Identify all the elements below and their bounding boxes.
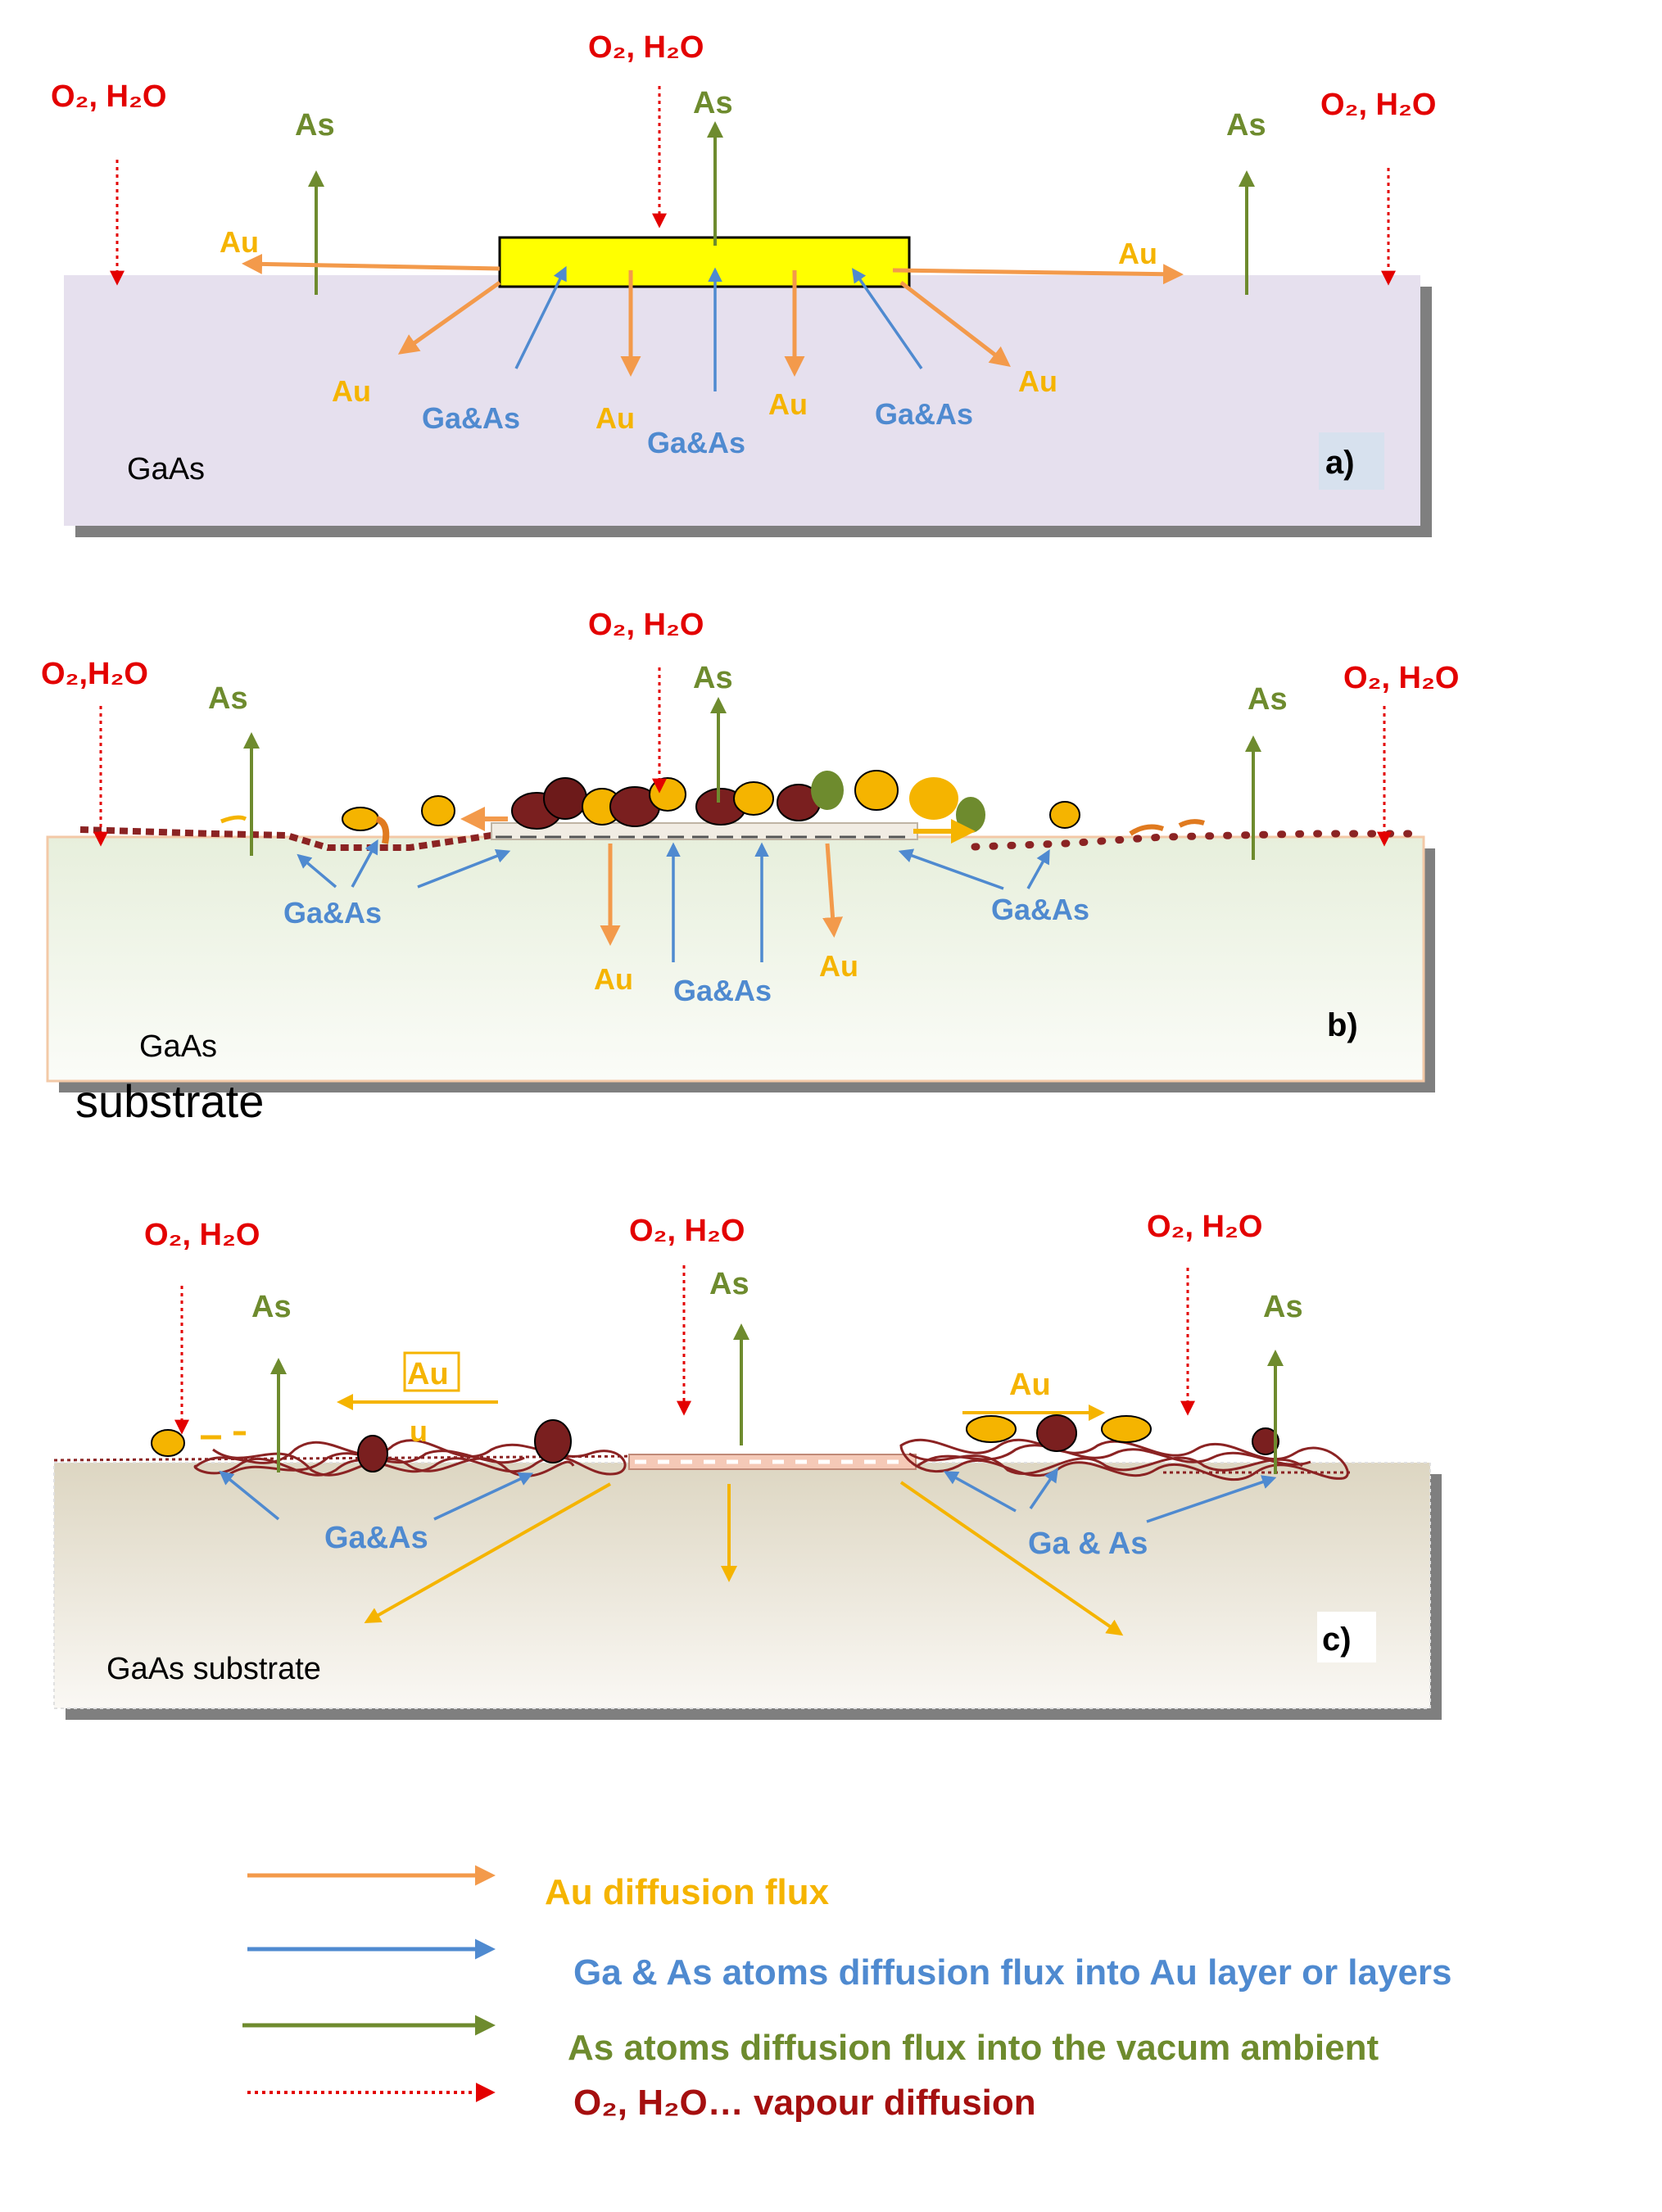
legend-gaas-text: Ga & As atoms diffusion flux into Au lay… xyxy=(573,1952,1452,1993)
gaas-label: Ga&As xyxy=(324,1521,428,1555)
vapour-label: O₂,H₂O xyxy=(41,657,148,691)
vapour-label: O₂, H₂O xyxy=(588,608,704,642)
panel-b: O₂,H₂O O₂, H₂O O₂, H₂O As As As Au Au Ga… xyxy=(41,608,1459,1127)
gaas-label: Ga&As xyxy=(283,896,382,930)
panel-tag-bg xyxy=(1319,432,1384,490)
gaas-flux-arrow xyxy=(1029,1468,1058,1509)
substrate-label: GaAs xyxy=(139,1029,217,1064)
gaas-flux-arrow xyxy=(1026,848,1050,889)
panel-tag-a: a) xyxy=(1325,445,1355,481)
vapour-label: O₂, H₂O xyxy=(1147,1210,1262,1244)
gaas-flux-arrow xyxy=(514,265,567,369)
legend-vapour-text: O₂, H₂O… vapour diffusion xyxy=(573,2083,1036,2123)
legend-au-text: Au diffusion flux xyxy=(545,1872,830,1912)
au-label: Au xyxy=(594,962,633,996)
gaas-flux-arrow xyxy=(1146,1475,1277,1523)
au-flux-arrow xyxy=(397,280,501,355)
au-label: Au xyxy=(220,225,259,259)
gaas-flux-arrow xyxy=(898,848,1004,890)
au-label: Au xyxy=(768,387,808,421)
gaas-flux-arrow xyxy=(433,1472,534,1521)
clusters xyxy=(151,1414,1279,1472)
gaas-label: Ga&As xyxy=(875,397,973,431)
vapour-label: O₂, H₂O xyxy=(1343,661,1459,695)
au-label: Au xyxy=(1018,364,1057,398)
as-label: As xyxy=(709,1267,749,1301)
au-label-box xyxy=(403,1351,460,1392)
vapour-label: O₂, H₂O xyxy=(588,30,704,65)
gaas-flux-arrow xyxy=(219,1470,280,1521)
substrate-label: GaAs xyxy=(127,452,205,486)
as-label: As xyxy=(208,681,248,716)
gold-film xyxy=(498,236,911,288)
gaas-label: Ga & As xyxy=(1028,1527,1148,1561)
au-flux-arrow xyxy=(242,253,500,274)
substrate-label: GaAs substrate xyxy=(106,1652,321,1686)
legend-as-text: As atoms diffusion flux into the vacum a… xyxy=(568,2028,1379,2068)
panel-tag-c: c) xyxy=(1322,1622,1352,1658)
au-label: Au xyxy=(596,401,635,435)
panel-tag-b: b) xyxy=(1327,1007,1358,1043)
vapour-label: O₂, H₂O xyxy=(51,79,166,114)
gaas-flux-arrow xyxy=(943,1471,1017,1513)
oxide-layer xyxy=(79,826,492,851)
as-label: As xyxy=(1263,1290,1303,1324)
gaas-flux-arrow xyxy=(852,268,923,369)
au-flux-arrow xyxy=(892,264,1184,285)
au-label: Au xyxy=(332,374,371,408)
au-flux-arrow xyxy=(899,281,1011,368)
vapour-label: O₂, H₂O xyxy=(629,1214,745,1248)
au-label: Au xyxy=(1009,1368,1051,1402)
gaas-flux-arrow xyxy=(297,853,337,889)
au-label-fragment: u xyxy=(410,1414,428,1448)
panel-b-substrate xyxy=(46,835,1425,1083)
au-flux-arrow xyxy=(899,1481,1124,1636)
oxide-clusters xyxy=(220,770,1205,844)
as-label: As xyxy=(1248,682,1288,717)
gaas-flux-arrow xyxy=(351,839,378,888)
panel-tag-bg xyxy=(1317,1612,1376,1662)
gaas-label: Ga&As xyxy=(991,893,1089,926)
substrate-word: substrate xyxy=(75,1075,264,1127)
as-label: As xyxy=(295,108,335,142)
au-label: Au xyxy=(1118,237,1157,270)
panel-a-substrate xyxy=(64,275,1420,526)
au-label: Au xyxy=(407,1357,449,1391)
gaas-label: Ga&As xyxy=(422,401,520,435)
panel-c: O₂, H₂O O₂, H₂O O₂, H₂O As As As Au u Au… xyxy=(53,1210,1442,1720)
vapour-label: O₂, H₂O xyxy=(1320,88,1436,122)
gaas-flux-arrow xyxy=(417,848,511,889)
as-label: As xyxy=(693,661,733,695)
gaas-label: Ga&As xyxy=(673,974,772,1007)
as-label: As xyxy=(693,86,733,120)
as-label: As xyxy=(1226,108,1266,142)
gaas-label: Ga&As xyxy=(647,426,745,459)
au-label: Au xyxy=(819,949,858,983)
legend: Au diffusion flux Ga & As atoms diffusio… xyxy=(242,1865,1452,2123)
vapour-label: O₂, H₂O xyxy=(144,1218,260,1252)
as-label: As xyxy=(251,1290,292,1324)
au-flux-arrow xyxy=(822,843,844,938)
au-flux-arrow xyxy=(364,1482,611,1623)
panel-a: O₂, H₂O O₂, H₂O O₂, H₂O As As As Au Au A… xyxy=(51,30,1436,537)
